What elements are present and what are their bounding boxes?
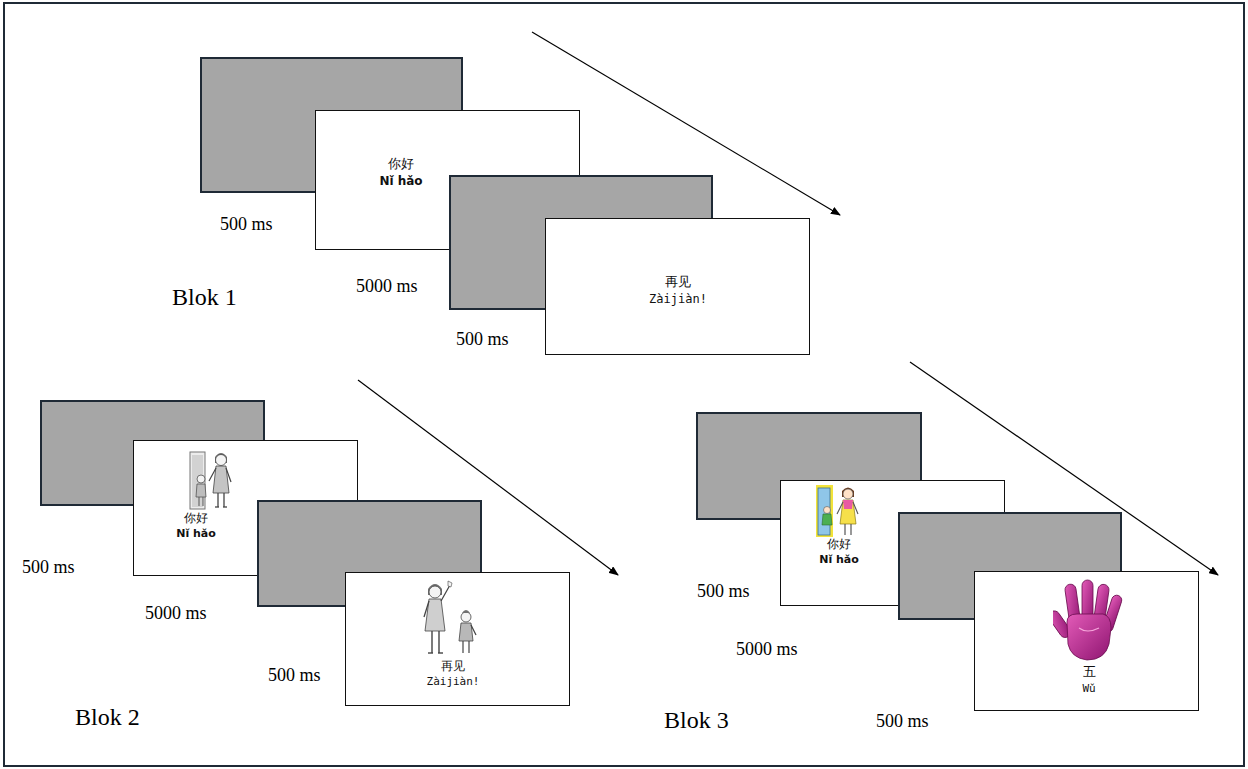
slide-text: 你好 Nǐ hǎo — [819, 537, 859, 567]
pinyin-text: Nǐ hǎo — [379, 174, 422, 188]
duration-label: 500 ms — [456, 329, 509, 351]
slide-text: 五 Wǔ — [1082, 664, 1095, 695]
block-label: Blok 3 — [664, 706, 729, 735]
slide-illustration — [1053, 578, 1123, 662]
slide-illustration — [189, 449, 239, 511]
block-label: Blok 2 — [75, 703, 140, 732]
slide-illustration — [408, 579, 498, 657]
duration-label: 500 ms — [268, 665, 321, 687]
hanzi-text: 五 — [1083, 664, 1096, 680]
hanzi-text: 再见 — [441, 659, 465, 673]
duration-label: 5000 ms — [736, 639, 798, 661]
slide-frame: 再见 Zàijiàn! — [345, 572, 570, 706]
hanzi-text: 你好 — [184, 511, 208, 525]
pinyin-text: Zàijiàn! — [649, 292, 707, 306]
slide-frame: 再见 Zàijiàn! — [545, 218, 810, 355]
hanzi-text: 你好 — [827, 537, 851, 551]
pinyin-text: Wǔ — [1082, 682, 1095, 695]
hanzi-text: 再见 — [665, 274, 691, 290]
duration-label: 5000 ms — [145, 603, 207, 625]
pinyin-text: Nǐ hǎo — [819, 553, 859, 566]
block-label: Blok 1 — [172, 283, 237, 312]
slide-text: 再见 Zàijiàn! — [427, 659, 480, 689]
slide-text: 再见 Zàijiàn! — [649, 274, 707, 306]
pinyin-text: Nǐ hǎo — [176, 527, 216, 540]
pinyin-text: Zàijiàn! — [427, 675, 480, 688]
slide-text: 你好 Nǐ hǎo — [379, 156, 422, 188]
duration-label: 500 ms — [22, 557, 75, 579]
slide-text: 你好 Nǐ hǎo — [176, 511, 216, 541]
slide-frame: 五 Wǔ — [974, 571, 1199, 711]
duration-label: 500 ms — [220, 214, 273, 236]
slide-illustration — [816, 485, 868, 537]
duration-label: 500 ms — [876, 711, 929, 733]
hanzi-text: 你好 — [388, 156, 414, 172]
duration-label: 5000 ms — [356, 276, 418, 298]
duration-label: 500 ms — [697, 581, 750, 603]
